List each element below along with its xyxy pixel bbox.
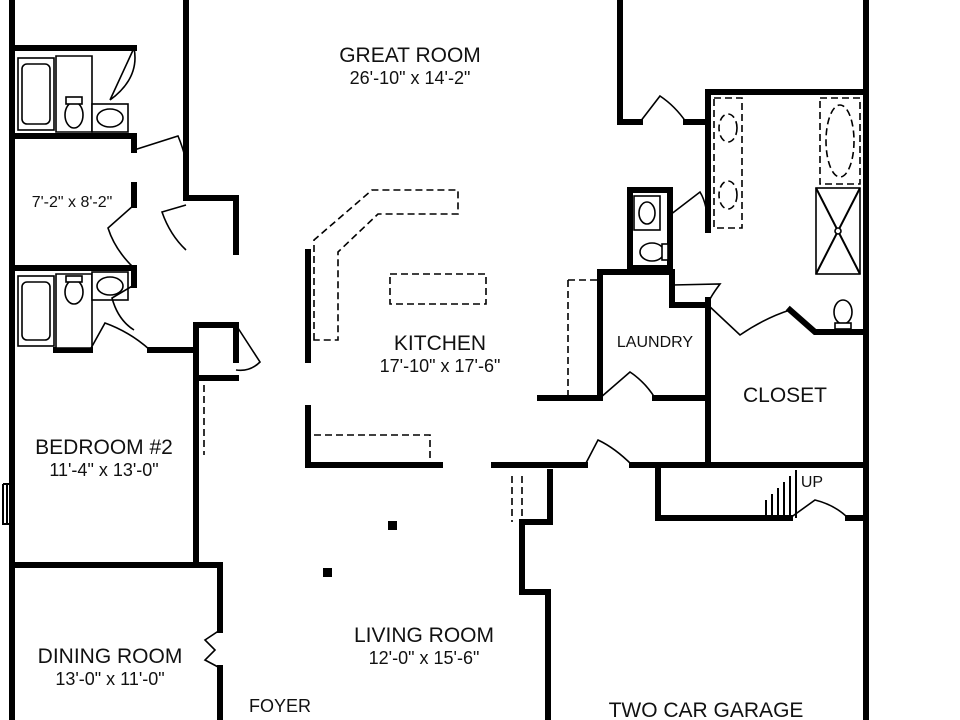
door-swing [109, 47, 136, 101]
garage-name: TWO CAR GARAGE [609, 699, 804, 720]
door-swing [89, 322, 151, 351]
door-swing [669, 190, 709, 231]
walls [2, 0, 869, 720]
stairs-up-label: UP [801, 474, 823, 491]
door-swing [599, 370, 656, 399]
door-swing [107, 204, 135, 269]
bedroom2-dims: 11'-4" x 13'-0" [49, 460, 158, 480]
door-swing [235, 324, 262, 372]
upper-cabinets [313, 189, 459, 341]
living-room-name: LIVING ROOM [354, 624, 494, 647]
door-swing [639, 94, 687, 123]
double-vanity [713, 97, 743, 229]
doors [89, 47, 849, 669]
stairs [765, 470, 797, 518]
fixtures [17, 55, 861, 577]
dining-room-name: DINING ROOM [38, 645, 183, 668]
dining-room-dims: 13'-0" x 11'-0" [55, 669, 164, 689]
door-swing [584, 438, 633, 466]
toilet-upper [64, 101, 84, 129]
great-room-dims: 26'-10" x 14'-2" [350, 68, 471, 88]
master-toilet [833, 299, 853, 325]
great-room-name: GREAT ROOM [339, 44, 481, 67]
lower-counter [314, 434, 431, 465]
laundry-name: LAUNDRY [617, 334, 694, 351]
column-post [323, 568, 332, 577]
kitchen-name: KITCHEN [394, 332, 486, 355]
labels: GREAT ROOM 26'-10" x 14'-2" 7'-2" x 8'-2… [32, 44, 827, 720]
living-room-dims: 12'-0" x 15'-6" [369, 648, 480, 668]
door-swing [671, 283, 722, 306]
foyer-name: FOYER [249, 696, 311, 716]
kitchen-dims: 17'-10" x 17'-6" [380, 356, 501, 376]
garden-tub [819, 97, 861, 185]
closet-name: CLOSET [743, 384, 827, 407]
powder-toilet [639, 242, 665, 262]
door-swing [707, 304, 791, 337]
kitchen-island [389, 273, 487, 305]
toilet-lower [64, 279, 84, 305]
laundry-counter [567, 279, 600, 398]
door-swing [111, 284, 135, 331]
small-bedroom-dims: 7'-2" x 8'-2" [32, 194, 113, 211]
bedroom2-name: BEDROOM #2 [35, 436, 173, 459]
door-swing [160, 204, 187, 251]
column-post [388, 521, 397, 530]
dining-door [203, 629, 221, 669]
door-swing [133, 135, 187, 171]
door-swing [789, 499, 849, 519]
